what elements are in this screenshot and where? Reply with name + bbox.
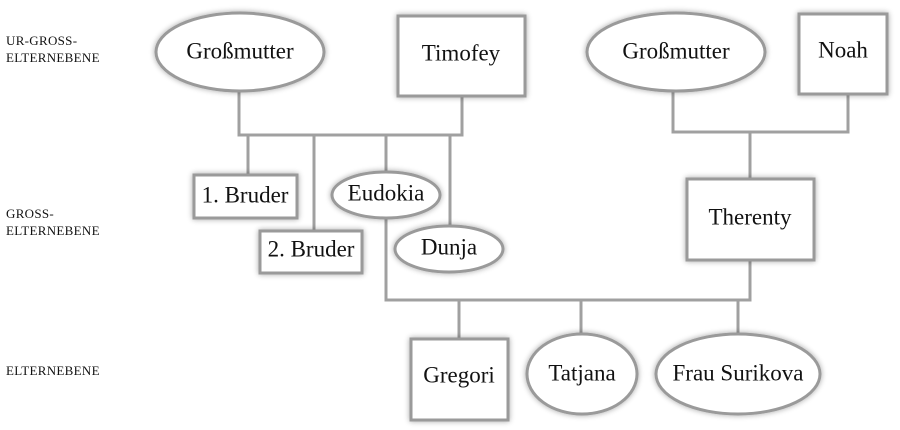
person-therenty[interactable]: Therenty	[685, 177, 816, 262]
person-name: Timofey	[422, 40, 501, 65]
connector-right-couple	[671, 92, 850, 134]
person-name: Noah	[818, 37, 868, 62]
person-frau-surikova[interactable]: Frau Surikova	[654, 332, 822, 416]
level-label-parents: ELTERNEBENE	[6, 362, 100, 379]
person-timofey[interactable]: Timofey	[396, 14, 527, 98]
person-name: 2. Bruder	[268, 236, 355, 261]
person-name: Dunja	[421, 234, 477, 259]
level-label-line: ELTERNEBENE	[6, 363, 100, 378]
person-name: Großmutter	[186, 38, 294, 63]
level-label-grandparents: GROSS- ELTERNEBENE	[6, 205, 100, 239]
level-label-line: GROSS-	[6, 206, 55, 221]
person-name: Gregori	[423, 362, 495, 387]
person-bruder1[interactable]: 1. Bruder	[192, 173, 299, 220]
person-noah[interactable]: Noah	[797, 12, 889, 96]
person-grossmutter-right[interactable]: Großmutter	[585, 11, 767, 93]
person-gregori[interactable]: Gregori	[409, 337, 510, 422]
person-name: Eudokia	[348, 180, 425, 205]
person-eudokia[interactable]: Eudokia	[330, 170, 442, 220]
person-dunja[interactable]: Dunja	[393, 224, 505, 274]
person-name: Tatjana	[548, 360, 615, 385]
person-name: Frau Surikova	[673, 360, 804, 385]
level-label-line: ELTERNEBENE	[6, 50, 100, 65]
person-name: 1. Bruder	[202, 182, 289, 207]
level-label-great-grandparents: UR-GROSS- ELTERNEBENE	[6, 32, 100, 66]
person-name: Großmutter	[622, 38, 730, 63]
level-label-line: ELTERNEBENE	[6, 223, 100, 238]
person-tatjana[interactable]: Tatjana	[525, 332, 639, 416]
connector-parents-couple	[384, 218, 752, 302]
person-name: Therenty	[708, 204, 792, 229]
person-bruder2[interactable]: 2. Bruder	[258, 229, 364, 275]
level-label-line: UR-GROSS-	[6, 33, 78, 48]
person-grossmutter-left[interactable]: Großmutter	[154, 11, 326, 93]
connector-left-couple	[237, 92, 464, 137]
connectors	[237, 92, 850, 338]
